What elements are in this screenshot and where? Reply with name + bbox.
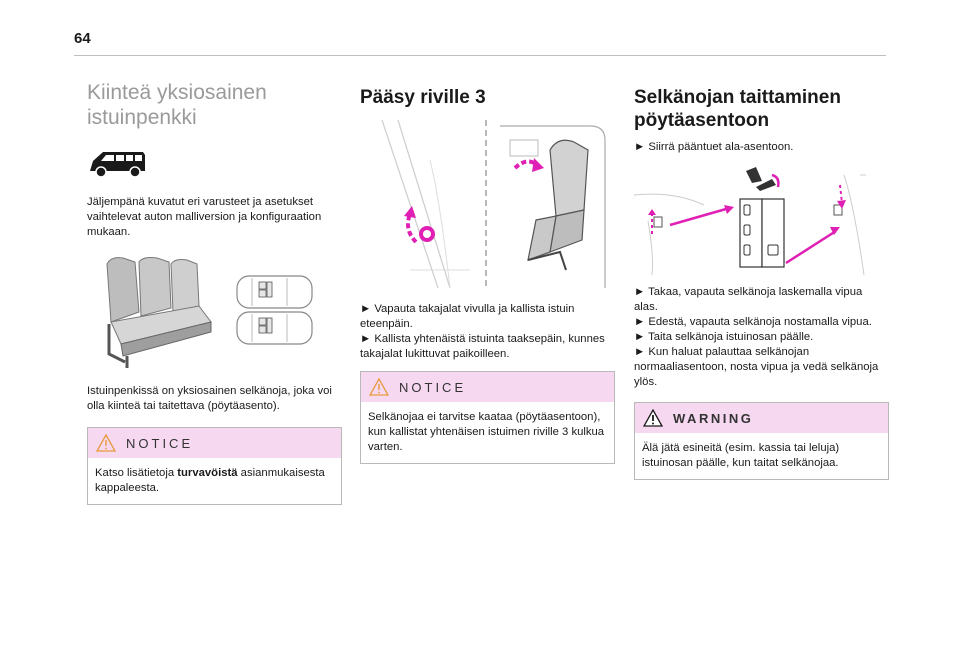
title-line-1: Selkänojan taittaminen xyxy=(634,87,841,108)
title-line-1: Kiinteä yksiosainen xyxy=(87,81,267,104)
warning-header: WARNING xyxy=(635,403,888,433)
step-tilt-back: ► Kallista yhtenäistä istuinta taaksepäi… xyxy=(360,333,605,360)
notice-header: NOTICE xyxy=(361,372,614,402)
notice-header: NOTICE xyxy=(88,428,341,458)
seatbelts-link-text: turvavöistä xyxy=(177,467,238,479)
section-title-fold-backrest: Selkänojan taittaminen pöytäasentoon xyxy=(634,86,889,132)
row3-access-illustration xyxy=(360,120,615,288)
step-release-legs: ► Vapauta takajalat vivulla ja kallista … xyxy=(360,303,575,330)
section-title-row3-access: Pääsy riville 3 xyxy=(360,87,486,108)
van-icon xyxy=(90,152,145,178)
header-rule xyxy=(74,55,886,56)
warning-triangle-icon xyxy=(643,409,663,427)
column-row3-access: Pääsy riville 3 ► Vapauta takajalat vivu… xyxy=(360,80,615,464)
warning-triangle-icon xyxy=(369,378,389,396)
section-title-fixed-bench: Kiinteä yksiosainen istuinpenkki xyxy=(87,80,342,130)
title-line-2: pöytäasentoon xyxy=(634,110,770,131)
warning-title: WARNING xyxy=(673,410,754,426)
warning-box: WARNING Älä jätä esineitä (esim. kassia … xyxy=(634,402,889,480)
intro-text: Jäljempänä kuvatut eri varusteet ja aset… xyxy=(87,196,322,238)
fold-backrest-illustration xyxy=(634,165,889,275)
warning-triangle-icon xyxy=(96,434,116,452)
column-fold-backrest: Selkänojan taittaminen pöytäasentoon ► S… xyxy=(634,80,889,480)
step-restore-backrest: ► Kun haluat palauttaa selkänojan normaa… xyxy=(634,346,879,388)
bench-seat-illustration xyxy=(95,254,313,370)
notice-title: NOTICE xyxy=(126,435,194,451)
bench-caption: Istuinpenkissä on yksiosainen selkänoja,… xyxy=(87,385,332,412)
step-fold-onto-seat: ► Taita selkänoja istuinosan päälle. xyxy=(634,331,814,343)
warning-body: Älä jätä esineitä (esim. kassia tai lelu… xyxy=(642,442,840,469)
notice-text-after: asianmukaisesta kappaleesta. xyxy=(95,467,325,494)
notice-title: NOTICE xyxy=(399,379,467,395)
notice-body: Selkänojaa ei tarvitse kaataa (pöytäasen… xyxy=(368,411,605,453)
step-front-release: ► Edestä, vapauta selkänoja nostamalla v… xyxy=(634,316,872,328)
notice-box-seatbelts: NOTICE Katso lisätietoja turvavöistä asi… xyxy=(87,427,342,505)
column-fixed-bench: Kiinteä yksiosainen istuinpenkki Jäljemp… xyxy=(87,80,342,505)
notice-text-before: Katso lisätietoja xyxy=(95,467,178,479)
page-number: 64 xyxy=(74,30,91,47)
title-line-2: istuinpenkki xyxy=(87,106,197,129)
step-rear-release: ► Takaa, vapauta selkänoja laskemalla vi… xyxy=(634,286,863,313)
step-headrests-down: ► Siirrä pääntuet ala-asentoon. xyxy=(634,141,794,153)
fold-steps-list: ► Takaa, vapauta selkänoja laskemalla vi… xyxy=(634,285,889,390)
notice-body: Katso lisätietoja turvavöistä asianmukai… xyxy=(88,458,341,504)
notice-box-backrest: NOTICE Selkänojaa ei tarvitse kaataa (pö… xyxy=(360,371,615,464)
